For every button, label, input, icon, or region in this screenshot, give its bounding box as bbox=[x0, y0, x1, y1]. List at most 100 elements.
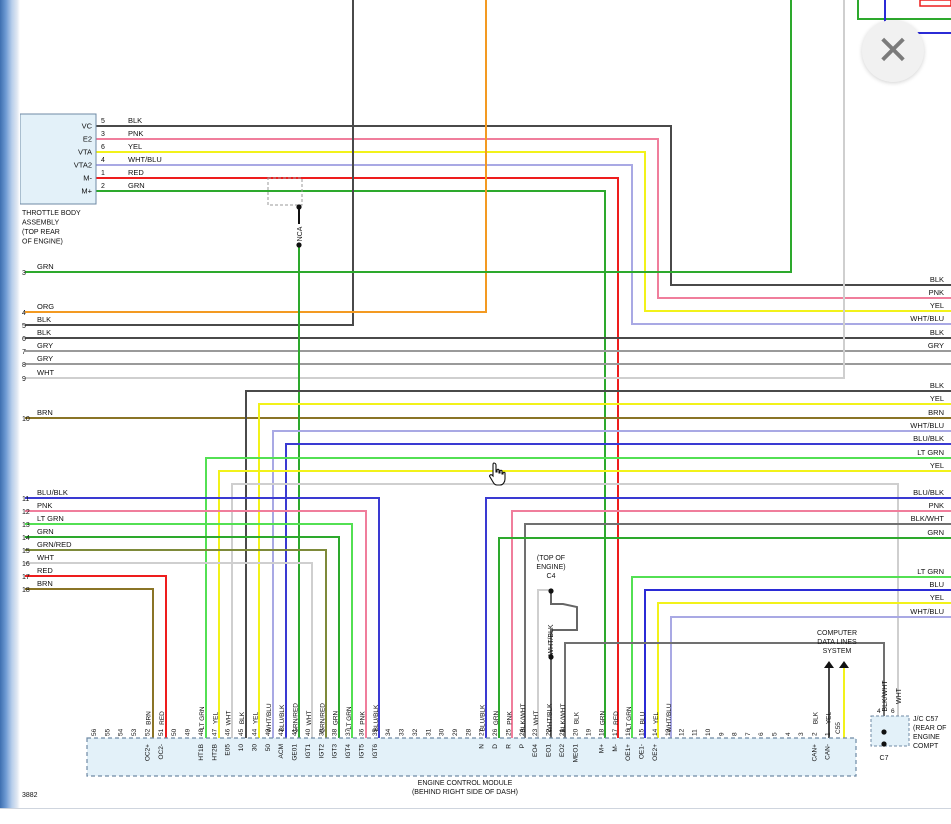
left-wire-number: 14 bbox=[22, 535, 30, 542]
right-edge-label: LT GRN bbox=[917, 567, 944, 576]
ecm-wire-label: LT GRN bbox=[199, 706, 206, 730]
ecm-pin-number: 1 bbox=[825, 732, 832, 736]
viewer-left-frame bbox=[0, 0, 20, 824]
c4-wire-label: WHT/BLK bbox=[548, 624, 555, 655]
ecm-pin-number: 29 bbox=[452, 728, 459, 736]
ecm-pin-number: 7 bbox=[745, 732, 752, 736]
ecm-pin-number: 35 bbox=[372, 728, 379, 736]
ecm-pin-number: 44 bbox=[251, 728, 258, 736]
c4-label: (TOP OF bbox=[537, 555, 565, 562]
jc-c57-box bbox=[870, 715, 910, 747]
ecm-pin-number: 46 bbox=[225, 728, 232, 736]
left-wire-number: 8 bbox=[22, 362, 26, 369]
ecm-wire-label: YEL bbox=[212, 711, 219, 724]
right-edge-label: WHT/BLU bbox=[910, 421, 944, 430]
ecm-pin-number: 19 bbox=[585, 728, 592, 736]
ecm-pin-number: 38 bbox=[332, 728, 339, 736]
ecm-pin-number: 25 bbox=[505, 728, 512, 736]
ecm-pin-number: 54 bbox=[118, 728, 125, 736]
left-wire-number: 6 bbox=[22, 336, 26, 343]
left-wire-color-label: BRN bbox=[37, 579, 53, 588]
throttle-body-label: OF ENGINE) bbox=[22, 239, 63, 246]
ecm-wire-label: BLU bbox=[640, 711, 647, 724]
right-edge-label: PNK bbox=[929, 288, 944, 297]
left-wire-color-label: WHT bbox=[37, 553, 54, 562]
wire-blu-blk-right bbox=[485, 497, 951, 738]
throttle-wire-color-label: RED bbox=[128, 168, 144, 177]
wire-ecm-upper bbox=[205, 457, 951, 738]
diagram-labels: 5BLKVC3PNKE26YELVTA4WHT/BLUVTA21REDM-2GR… bbox=[19, 113, 946, 799]
computer-data-label: SYSTEM bbox=[823, 648, 852, 655]
throttle-wire-color-label: PNK bbox=[128, 129, 143, 138]
jc-label: ENGINE bbox=[913, 734, 940, 741]
ecm-pin-number: 18 bbox=[599, 728, 606, 736]
throttle-wire-e2 bbox=[96, 138, 951, 299]
nca-dot bbox=[296, 242, 302, 248]
left-wire-number: 9 bbox=[22, 376, 26, 383]
right-edge-label: BRN bbox=[928, 408, 944, 417]
throttle-body-label: ASSEMBLY bbox=[22, 220, 60, 227]
throttle-pin-number: 1 bbox=[101, 170, 105, 177]
ecm-pin-name: ACM bbox=[278, 744, 285, 758]
throttle-pin-name: M- bbox=[83, 174, 92, 183]
left-wire-color-label: BRN bbox=[37, 408, 53, 417]
c4-splice bbox=[548, 654, 554, 660]
ecm-wire-label: BLK/WHT bbox=[520, 704, 527, 733]
ecm-pin-number: 8 bbox=[732, 732, 739, 736]
right-edge-label: WHT/BLU bbox=[910, 314, 944, 323]
ecm-pin-number: 16 bbox=[625, 728, 632, 736]
ecm-pin-name: EO4 bbox=[532, 744, 539, 757]
nca-dot bbox=[296, 204, 302, 210]
ecm-pin-number: 43 bbox=[265, 728, 272, 736]
ecm-pin-number: 42 bbox=[278, 728, 285, 736]
c4-terminal bbox=[548, 588, 554, 594]
ecm-wire-label: GRN bbox=[333, 710, 340, 725]
close-button[interactable]: ✕ bbox=[862, 20, 924, 82]
throttle-body-box bbox=[19, 113, 97, 205]
wire-ecm-upper bbox=[272, 430, 951, 738]
right-edge-label: BLK bbox=[930, 328, 944, 337]
left-wire-color-label: BLK bbox=[37, 328, 51, 337]
wire-c4-switch bbox=[550, 591, 578, 738]
ecm-pin-number: 24 bbox=[519, 728, 526, 736]
c57-pin-number: 6 bbox=[891, 708, 895, 715]
left-wire-11 bbox=[25, 497, 380, 738]
left-wire-color-label: GRN/RED bbox=[37, 540, 72, 549]
ecm-pin-name: M- bbox=[612, 744, 619, 752]
right-edge-label: BLK bbox=[930, 275, 944, 284]
wire-white-9 bbox=[25, 0, 845, 379]
ecm-pin-number: 22 bbox=[546, 728, 553, 736]
ecm-pin-name: IGT6 bbox=[372, 744, 379, 759]
ecm-pin-number: 51 bbox=[158, 728, 165, 736]
ecm-pin-name: EO2 bbox=[559, 744, 566, 757]
c57-wire-label: BLK/WHT bbox=[882, 680, 889, 712]
left-wire-13 bbox=[25, 523, 353, 738]
ecm-pin-name: 50 bbox=[265, 744, 272, 752]
throttle-pin-number: 5 bbox=[101, 118, 105, 125]
ecm-wire-label: WHT/BLU bbox=[266, 703, 273, 733]
left-wire-color-label: LT GRN bbox=[37, 514, 64, 523]
ecm-wire-label: YEL bbox=[252, 711, 259, 724]
ecm-pin-number: 4 bbox=[785, 732, 792, 736]
left-wire-color-label: GRY bbox=[37, 354, 53, 363]
left-wire-color-label: GRY bbox=[37, 341, 53, 350]
ecm-pin-name: GE01 bbox=[292, 744, 299, 761]
ecm-wire-label: LT GRN bbox=[346, 706, 353, 730]
wire-ecm-upper bbox=[218, 470, 951, 738]
ecm-pin-number: 9 bbox=[718, 732, 725, 736]
ecm-pin-name: D bbox=[492, 744, 499, 749]
ecm-pin-name: HT1B bbox=[198, 744, 205, 761]
throttle-pin-number: 3 bbox=[101, 131, 105, 138]
left-wire-color-label: PNK bbox=[37, 501, 52, 510]
right-edge-label: BLU/BLK bbox=[913, 488, 944, 497]
ecm-pin-number: 49 bbox=[185, 728, 192, 736]
ecm-pin-number: 14 bbox=[652, 728, 659, 736]
throttle-wire-color-label: BLK bbox=[128, 116, 142, 125]
ecm-wire-label: RED bbox=[613, 711, 620, 725]
ecm-pin-name: OC2+ bbox=[144, 744, 151, 761]
wire-pnk-right bbox=[511, 510, 951, 738]
wire-layer bbox=[25, 0, 951, 742]
ecm-wire-label: WHT bbox=[226, 711, 233, 726]
ecm-pin-number: 56 bbox=[91, 728, 98, 736]
nca-shield-box bbox=[267, 177, 303, 206]
